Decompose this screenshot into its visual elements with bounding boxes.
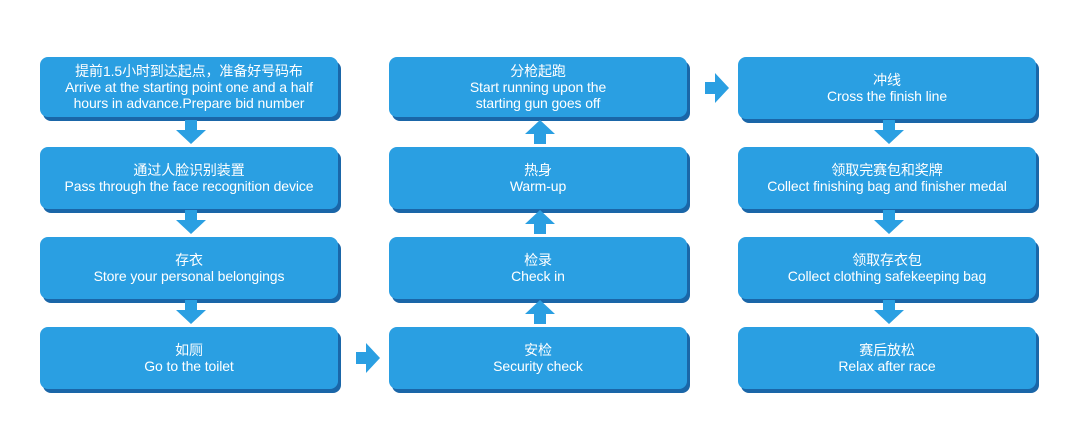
arrow-up-icon	[525, 210, 555, 234]
step-cn-label: 领取完赛包和奖牌	[831, 162, 943, 178]
step-en-label: Warm-up	[509, 178, 567, 194]
step-cn-label: 检录	[524, 252, 552, 268]
step-collect-finishing-bag: 领取完赛包和奖牌 Collect finishing bag and finis…	[738, 147, 1036, 209]
arrow-down-icon	[176, 120, 206, 144]
step-en-label: starting gun goes off	[475, 95, 601, 111]
arrow-down-icon	[874, 120, 904, 144]
step-cn-label: 安检	[524, 342, 552, 358]
step-security-check: 安检 Security check	[389, 327, 687, 389]
step-collect-clothing-bag: 领取存衣包 Collect clothing safekeeping bag	[738, 237, 1036, 299]
step-cn-label: 提前1.5小时到达起点，准备好号码布	[75, 63, 303, 79]
arrow-down-icon	[176, 210, 206, 234]
step-cn-label: 赛后放松	[859, 342, 915, 358]
step-en-label: Start running upon the	[469, 79, 607, 95]
step-en-label: Cross the finish line	[826, 88, 948, 104]
step-en-label: Collect clothing safekeeping bag	[787, 268, 987, 284]
step-en-label: Relax after race	[838, 358, 936, 374]
step-cn-label: 存衣	[175, 252, 203, 268]
step-store-belongings: 存衣 Store your personal belongings	[40, 237, 338, 299]
step-en-label: Pass through the face recognition device	[64, 178, 314, 194]
step-cn-label: 热身	[524, 162, 552, 178]
step-face-recognition: 通过人脸识别装置 Pass through the face recogniti…	[40, 147, 338, 209]
step-arrive-early: 提前1.5小时到达起点，准备好号码布 Arrive at the startin…	[40, 57, 338, 117]
step-en-label: hours in advance.Prepare bid number	[73, 95, 305, 111]
arrow-right-icon	[705, 73, 729, 103]
step-warm-up: 热身 Warm-up	[389, 147, 687, 209]
step-relax: 赛后放松 Relax after race	[738, 327, 1036, 389]
step-cn-label: 分枪起跑	[510, 63, 566, 79]
arrow-up-icon	[525, 120, 555, 144]
step-toilet: 如厕 Go to the toilet	[40, 327, 338, 389]
arrow-up-icon	[525, 300, 555, 324]
step-en-label: Arrive at the starting point one and a h…	[65, 79, 313, 95]
step-cn-label: 通过人脸识别装置	[133, 162, 245, 178]
step-cn-label: 如厕	[175, 342, 203, 358]
step-en-label: Collect finishing bag and finisher medal	[767, 178, 1007, 194]
arrow-right-icon	[356, 343, 380, 373]
step-start-running: 分枪起跑 Start running upon the starting gun…	[389, 57, 687, 117]
step-cn-label: 领取存衣包	[852, 252, 922, 268]
step-cross-finish: 冲线 Cross the finish line	[738, 57, 1036, 119]
arrow-down-icon	[874, 300, 904, 324]
arrow-down-icon	[874, 210, 904, 234]
step-en-label: Store your personal belongings	[93, 268, 285, 284]
step-check-in: 检录 Check in	[389, 237, 687, 299]
step-en-label: Go to the toilet	[144, 358, 234, 374]
step-en-label: Check in	[511, 268, 565, 284]
step-cn-label: 冲线	[873, 72, 901, 88]
arrow-down-icon	[176, 300, 206, 324]
step-en-label: Security check	[493, 358, 583, 374]
